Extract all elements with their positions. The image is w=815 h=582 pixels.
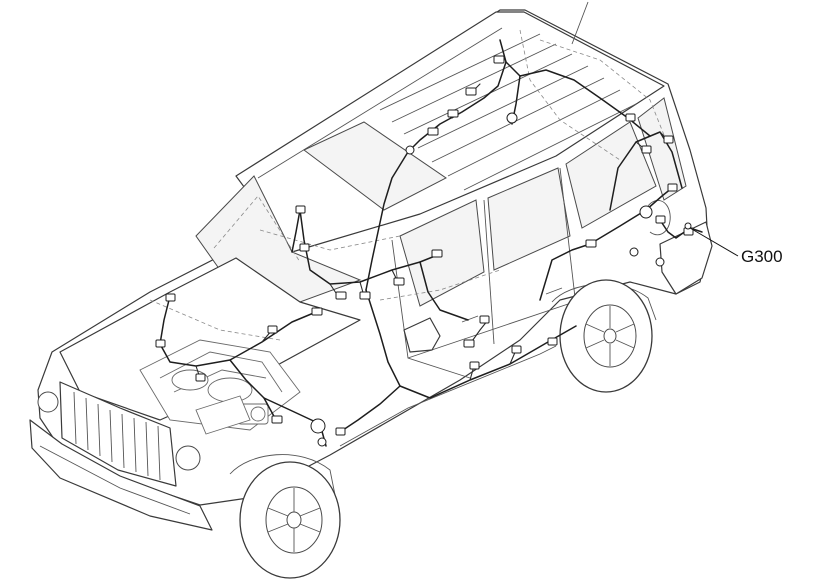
- headlamp-left: [37, 391, 59, 413]
- rear-bumper: [659, 221, 713, 295]
- hood: [59, 257, 361, 421]
- antenna: [571, 1, 589, 45]
- side-mirror: [403, 317, 441, 353]
- engine-block: [139, 339, 301, 435]
- ground-point-marker: [684, 222, 692, 230]
- door-handle-front: [461, 315, 479, 323]
- door-seams: [391, 167, 581, 379]
- headlamp-right: [175, 445, 201, 471]
- quarter-window: [565, 121, 657, 229]
- sunroof: [303, 121, 447, 211]
- callout-label-ground: G300: [741, 247, 783, 266]
- roof-panel: [235, 11, 665, 253]
- rear-window: [637, 97, 687, 201]
- rear-wheel: [559, 279, 653, 393]
- front-grille: [59, 381, 177, 487]
- roof-rails: [257, 27, 637, 191]
- door-handle-rear: [545, 287, 563, 295]
- callout-leader-line: [689, 227, 739, 257]
- rear-door-window: [487, 167, 571, 271]
- front-wheel: [239, 461, 341, 579]
- rocker-panel: [339, 345, 557, 447]
- front-fender-arch: [229, 454, 337, 501]
- harness-connectors: [155, 55, 694, 447]
- front-bumper: [29, 419, 213, 531]
